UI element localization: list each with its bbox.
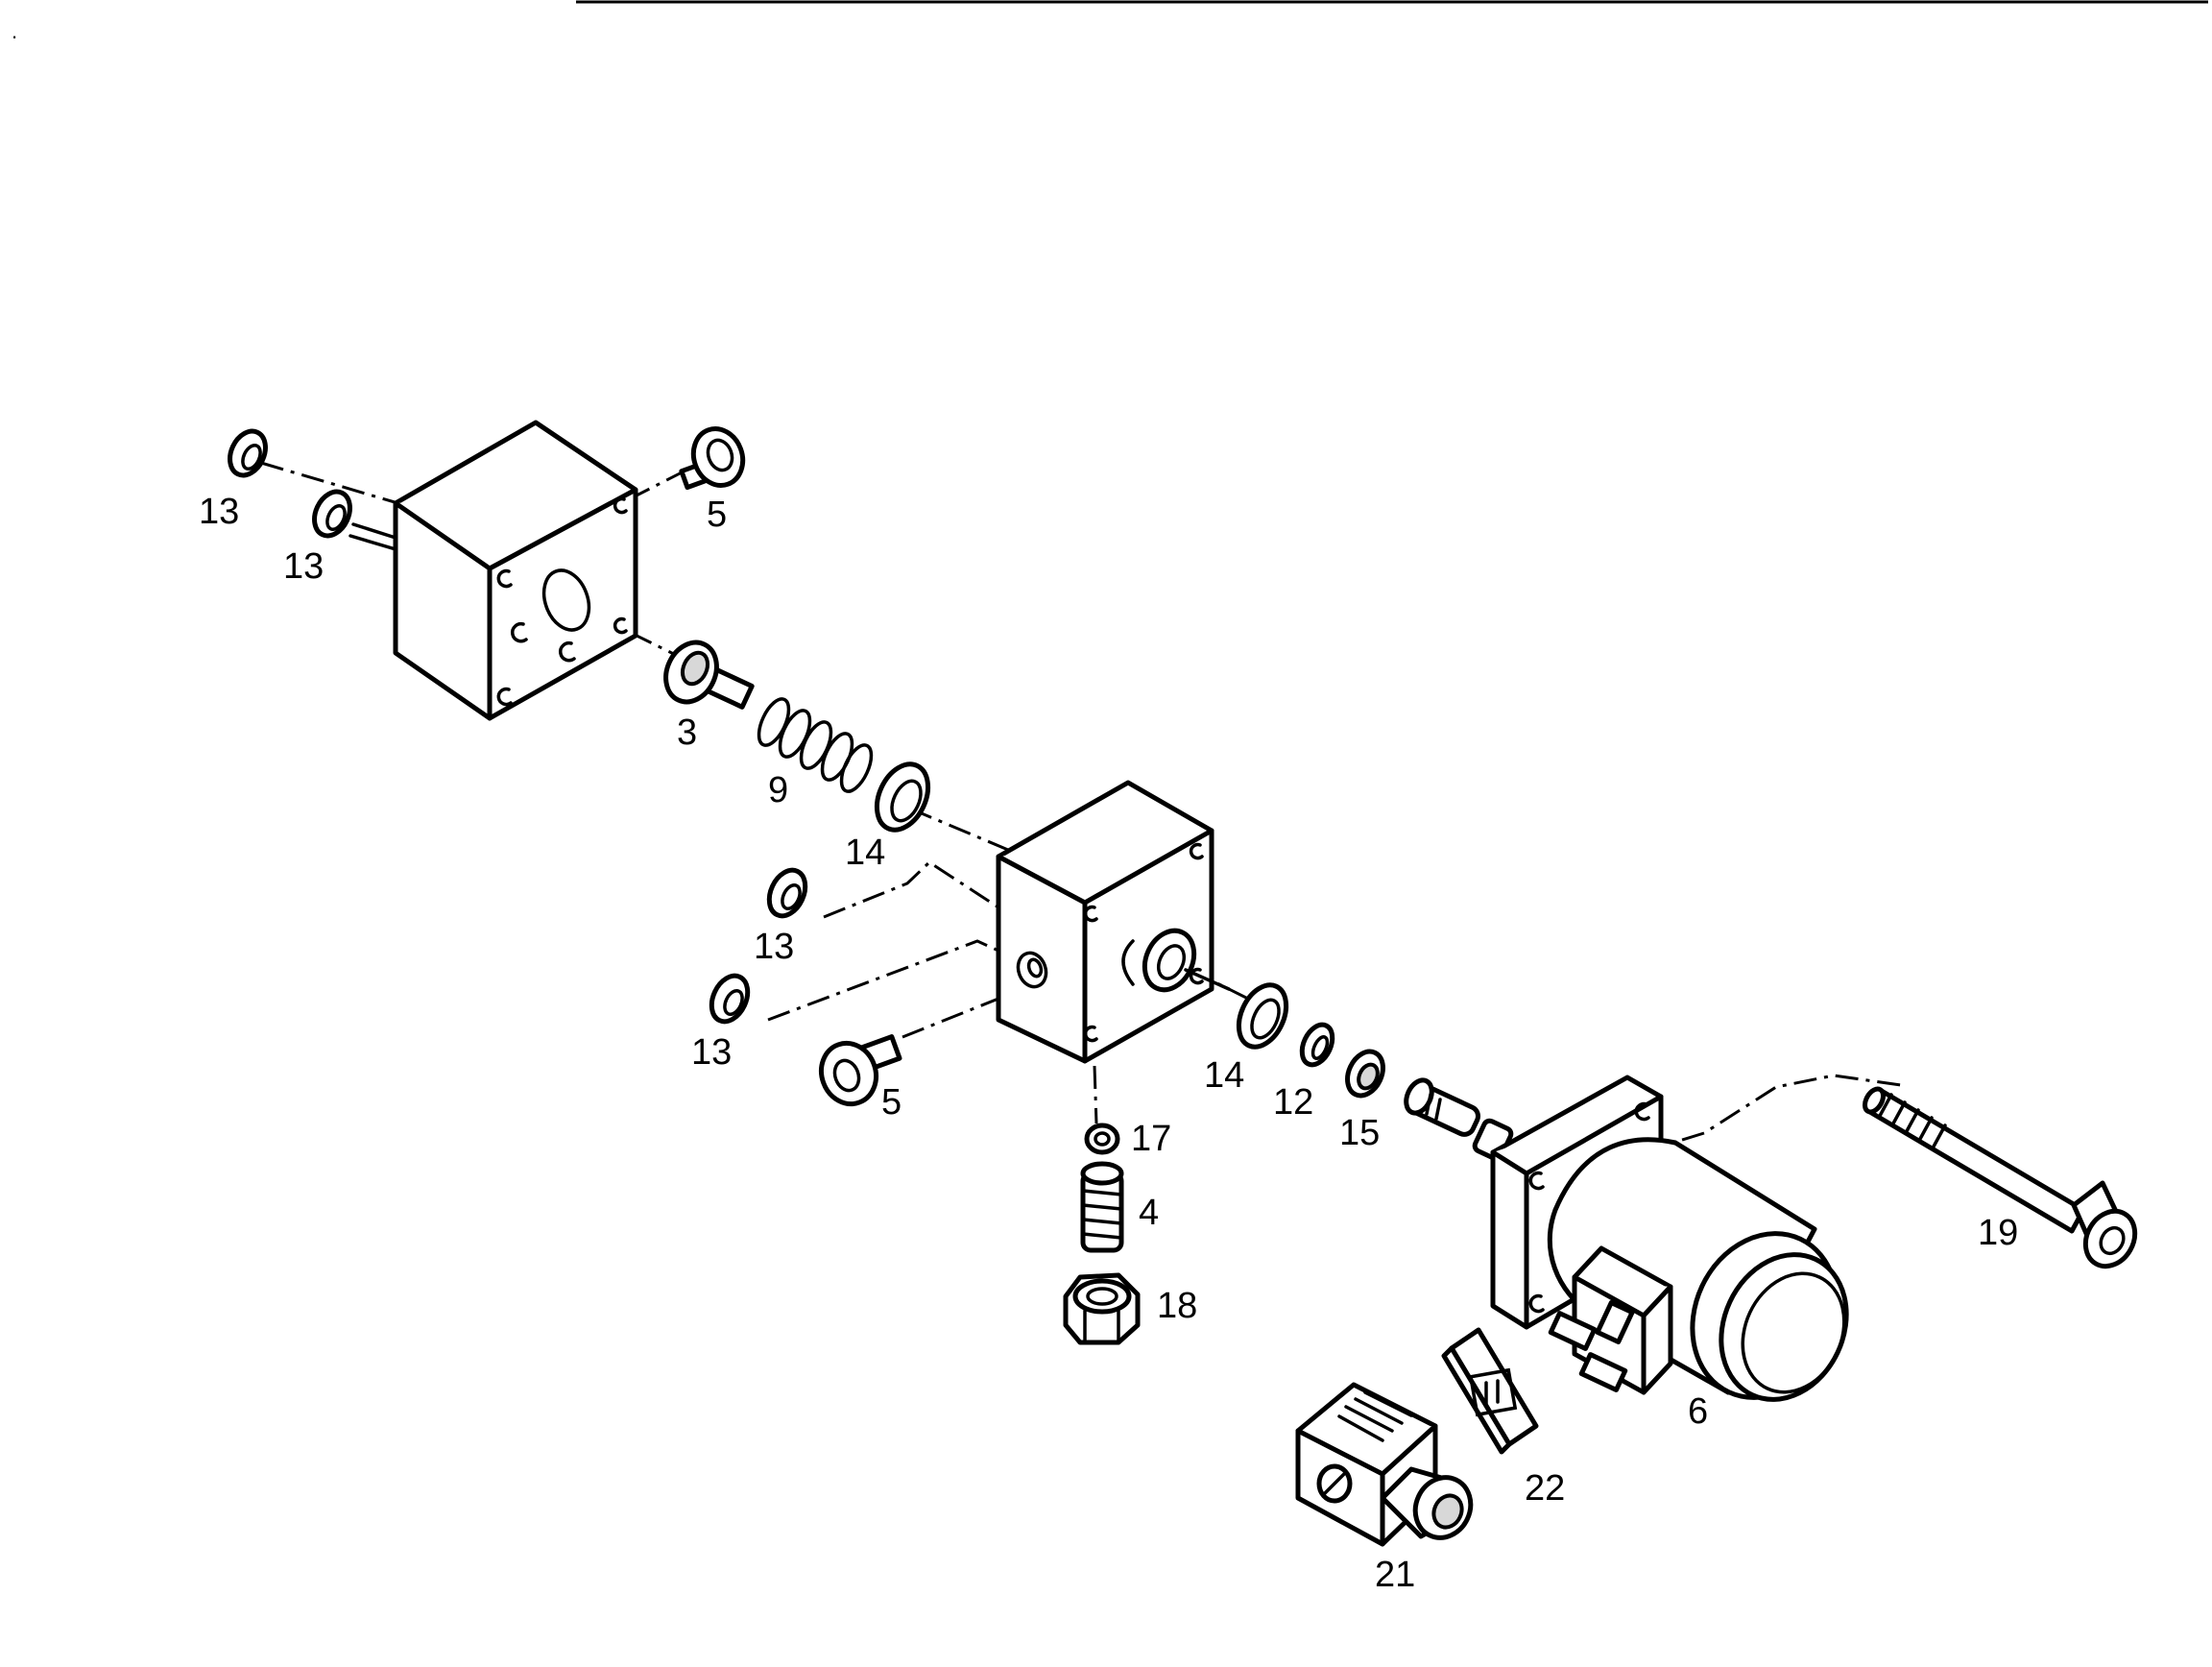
- callout-13: 13: [691, 1032, 732, 1073]
- o-ring-12: [1299, 1022, 1335, 1068]
- callout-3: 3: [677, 713, 697, 753]
- callout-6: 6: [1688, 1391, 1708, 1432]
- o-ring-13-upper-a: [228, 428, 268, 478]
- middle-valve-block: [996, 780, 1231, 1064]
- callout-13: 13: [283, 546, 324, 587]
- o-ring-13-middle-b: [709, 973, 751, 1025]
- leader-5b: [902, 987, 1023, 1039]
- leader-13a: [260, 461, 402, 506]
- callout-14: 14: [845, 833, 885, 873]
- nut-18: [1063, 1272, 1141, 1345]
- callout-21: 21: [1375, 1555, 1415, 1595]
- leader-5a: [628, 467, 690, 501]
- leader-17: [1093, 1065, 1098, 1124]
- callout-17: 17: [1131, 1119, 1171, 1159]
- plug-5-upper: [679, 426, 746, 491]
- callout-4: 4: [1139, 1193, 1159, 1233]
- callout-13: 13: [754, 927, 794, 967]
- gasket-22: [1441, 1327, 1539, 1455]
- leader-13d: [767, 939, 999, 1022]
- o-ring-14-lower: [1236, 982, 1289, 1050]
- bolt-19: [1863, 1086, 2138, 1269]
- solenoid-6: [1404, 1075, 1849, 1402]
- o-ring-17: [1084, 1123, 1120, 1155]
- connector-plug-21: [1295, 1382, 1474, 1547]
- callout-14: 14: [1204, 1055, 1244, 1096]
- grub-screw-4: [1080, 1161, 1124, 1253]
- callout-22: 22: [1525, 1468, 1565, 1509]
- leader-14a: [909, 807, 1009, 852]
- leader-19: [1641, 1074, 1902, 1154]
- callout-9: 9: [768, 770, 788, 810]
- callout-5: 5: [881, 1082, 902, 1123]
- callout-5: 5: [707, 495, 727, 535]
- o-ring-14-upper: [874, 761, 931, 833]
- callout-19: 19: [1978, 1213, 2018, 1253]
- o-ring-13-upper-b: [312, 489, 352, 539]
- upper-valve-block: [349, 420, 638, 721]
- callout-18: 18: [1157, 1286, 1197, 1326]
- plug-5-lower: [819, 1034, 902, 1107]
- corner-mark: .: [12, 19, 17, 43]
- spring-9: [757, 697, 874, 793]
- leader-13c: [823, 860, 999, 919]
- o-ring-13-middle-a: [766, 867, 808, 919]
- washer-15: [1345, 1049, 1385, 1099]
- callout-15: 15: [1339, 1113, 1380, 1153]
- piston-3: [663, 640, 755, 710]
- callout-13: 13: [199, 492, 239, 532]
- callout-labels: 13 13 5 3 9 14 13 13 5 14 12 15 17 4 18 …: [199, 492, 2018, 1595]
- callout-12: 12: [1273, 1082, 1313, 1123]
